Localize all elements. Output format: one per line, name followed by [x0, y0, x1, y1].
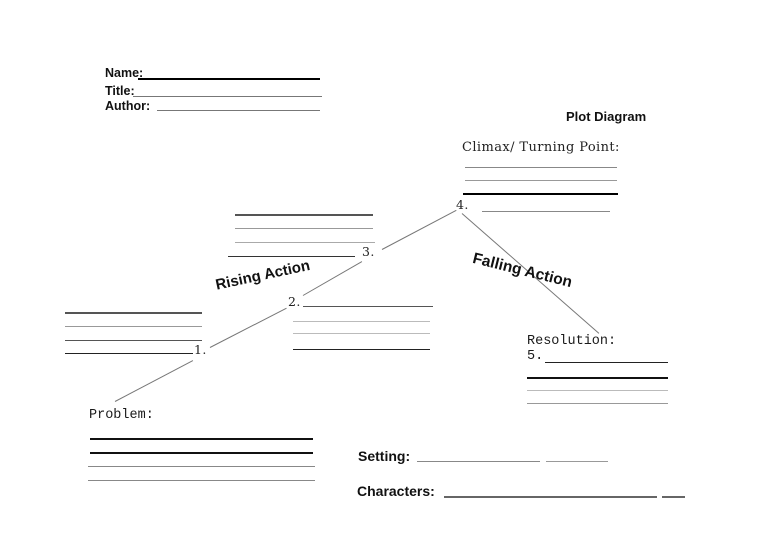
- point-2-writing-line: [293, 349, 430, 350]
- resolution-label: Resolution:: [527, 334, 617, 349]
- falling-action-label: Falling Action: [470, 250, 574, 292]
- problem-label: Problem:: [89, 408, 154, 423]
- rising-line-segment: [302, 261, 363, 296]
- setting-writing-line: [417, 461, 540, 462]
- climax-writing-line: [465, 180, 617, 181]
- point-3-number: 3.: [362, 244, 375, 259]
- point-1-number: 1.: [194, 342, 207, 357]
- climax-writing-line: [482, 211, 610, 212]
- point-3-writing-line: [228, 256, 355, 257]
- author-label: Author:: [105, 99, 151, 113]
- climax-writing-line: [463, 193, 618, 195]
- point-2-writing-line: [293, 333, 430, 334]
- page-title: Plot Diagram: [566, 109, 647, 124]
- problem-writing-line: [88, 466, 315, 467]
- setting-label: Setting:: [358, 448, 411, 464]
- title-writing-line: [133, 96, 322, 97]
- problem-writing-line: [88, 480, 315, 481]
- rising-action-label: Rising Action: [214, 257, 312, 294]
- name-label: Name:: [105, 66, 144, 80]
- point-1-writing-line: [65, 326, 202, 327]
- name-writing-line: [138, 78, 320, 80]
- characters-writing-line: [444, 496, 657, 498]
- resolution-writing-line: [527, 377, 668, 379]
- point-2-number: 2.: [288, 294, 301, 309]
- point-1-writing-line: [65, 353, 193, 354]
- author-writing-line: [157, 110, 320, 111]
- point-2-writing-line: [293, 321, 430, 322]
- characters-label: Characters:: [357, 483, 435, 499]
- climax-label: Climax/ Turning Point:: [462, 140, 620, 155]
- point-4-number: 4.: [456, 197, 469, 212]
- resolution-writing-line: [527, 403, 668, 404]
- characters-writing-line: [662, 496, 685, 498]
- rising-line-segment: [114, 360, 194, 402]
- point-2-writing-line: [303, 306, 433, 307]
- resolution-writing-line: [527, 390, 668, 391]
- point-5-number: 5.: [527, 349, 544, 364]
- point-3-writing-line: [235, 242, 375, 243]
- climax-writing-line: [465, 167, 617, 168]
- point-3-writing-line: [235, 214, 373, 216]
- title-label: Title:: [105, 84, 135, 98]
- problem-writing-line: [90, 452, 313, 454]
- setting-writing-line: [546, 461, 608, 462]
- point-1-writing-line: [65, 340, 202, 341]
- rising-line-segment: [209, 307, 287, 348]
- point-1-writing-line: [65, 312, 202, 314]
- rising-line-segment: [381, 209, 457, 250]
- problem-writing-line: [90, 438, 313, 440]
- resolution-writing-line: [545, 362, 668, 363]
- point-3-writing-line: [235, 228, 373, 229]
